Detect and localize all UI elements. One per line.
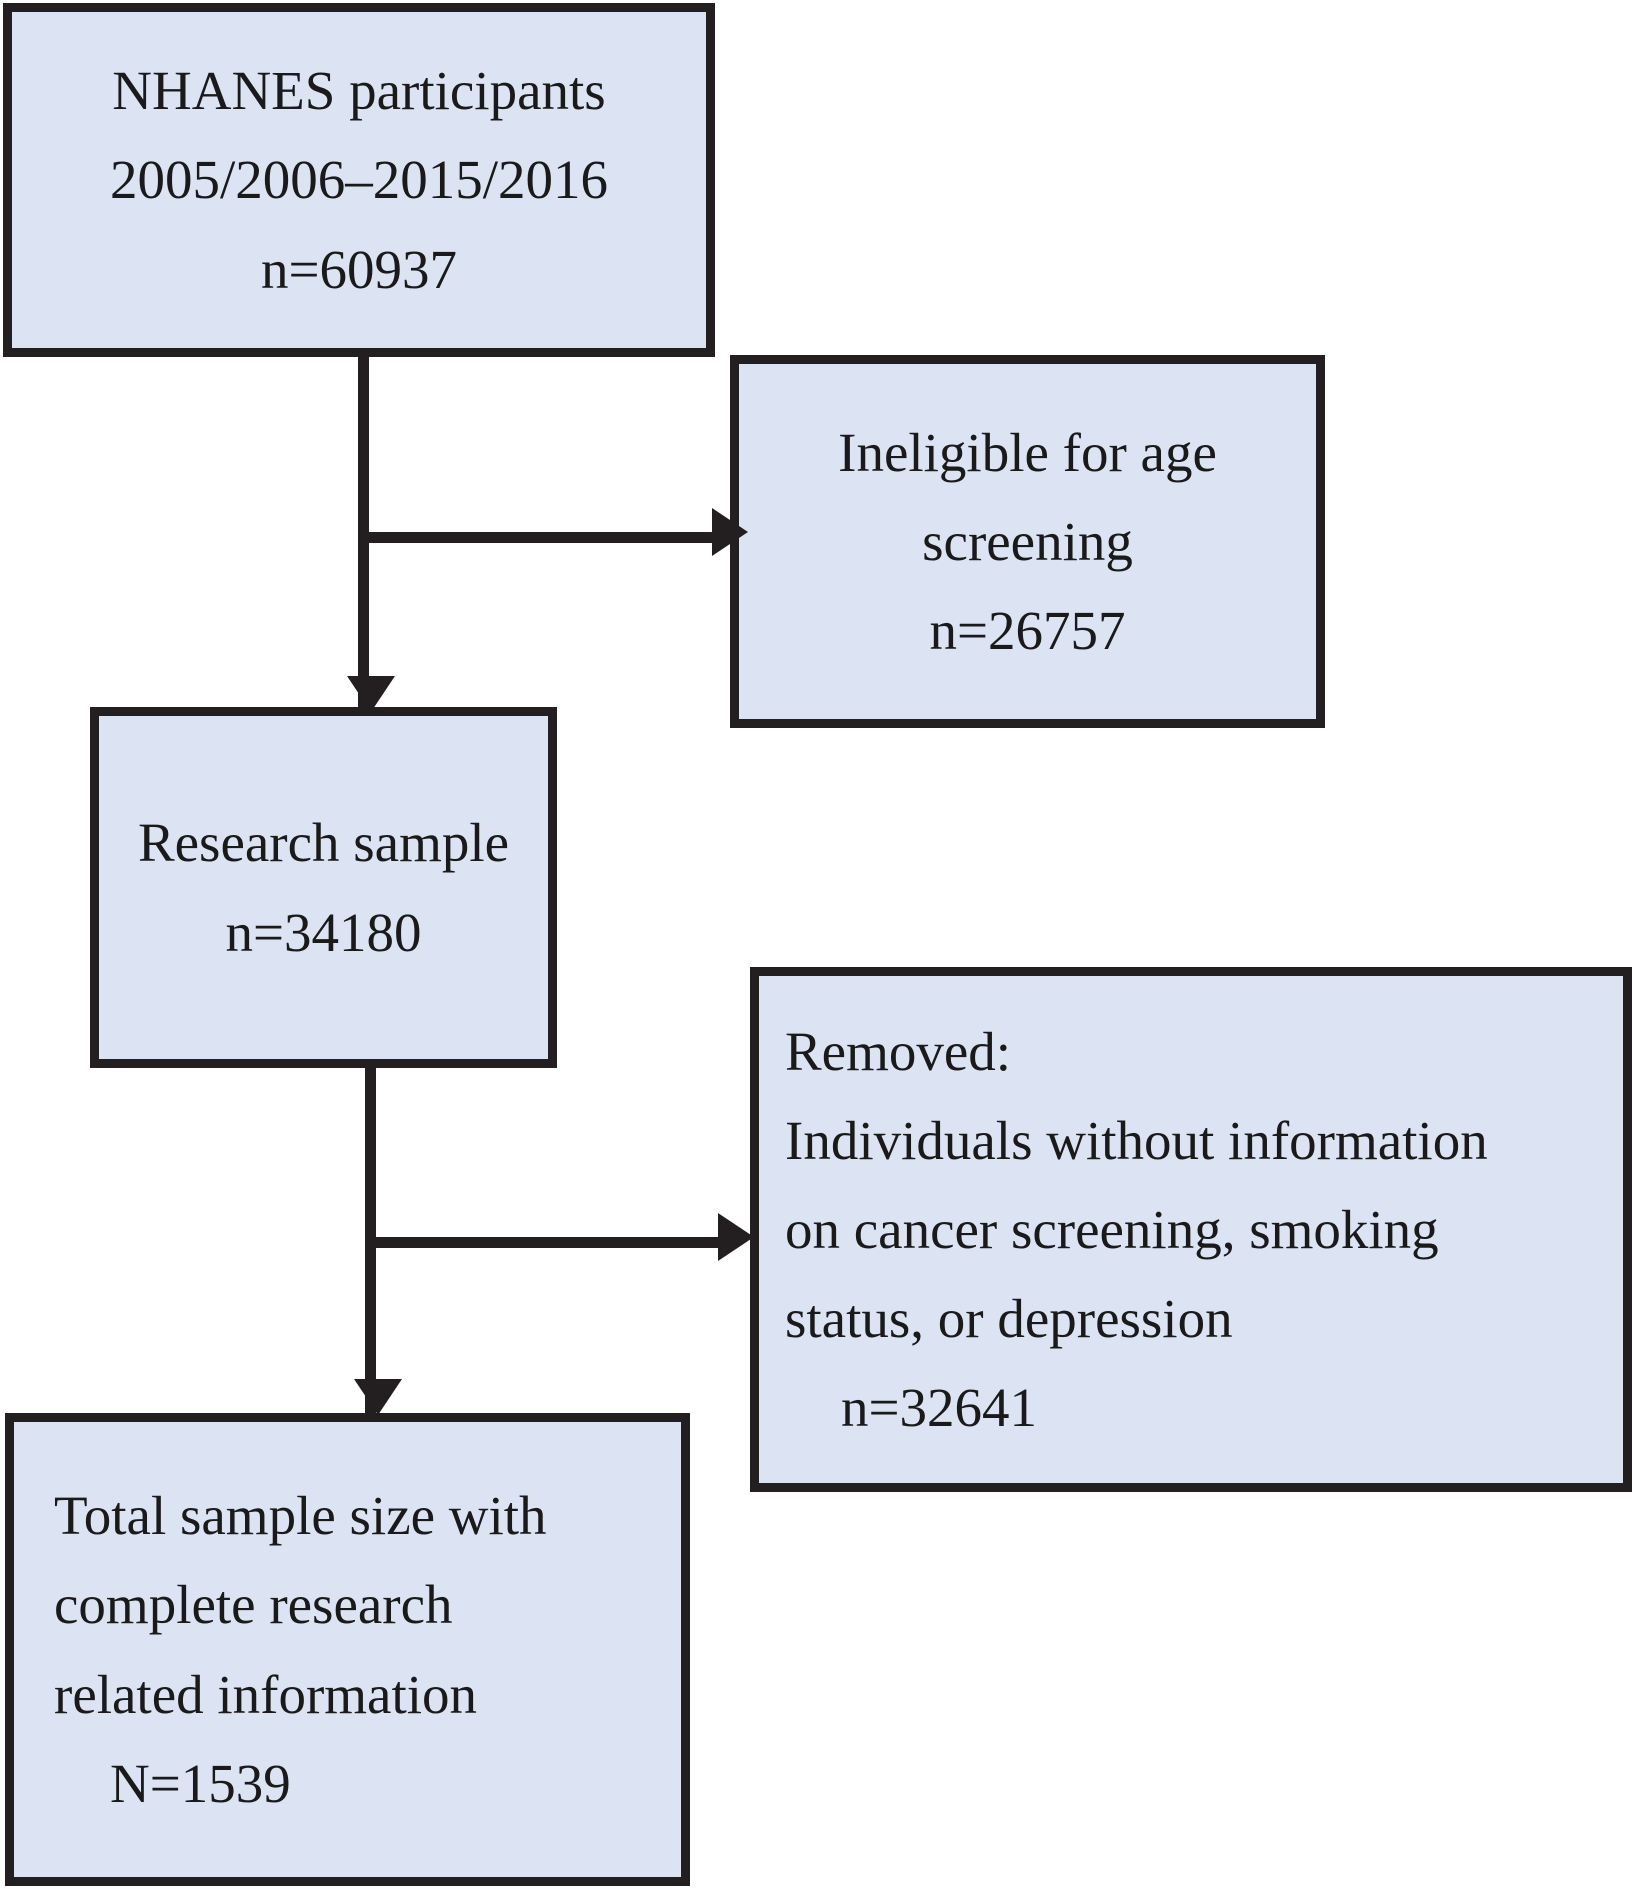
node-removed-exclusions: Removed: Individuals without information…	[750, 967, 1632, 1492]
node-research-sample-line-1: Research sample	[137, 812, 510, 874]
arrow-right-icon-sample-to-removed	[718, 1213, 754, 1261]
arrow-down-icon-source-to-sample	[347, 676, 395, 712]
node-removed-count: n=32641	[841, 1377, 1038, 1439]
node-excluded-age-line-2: screening	[922, 510, 1133, 572]
node-final-line-1: Total sample size with	[54, 1485, 547, 1547]
edge-source-to-excluded-line	[358, 532, 716, 543]
node-final-line-2: complete research	[54, 1574, 453, 1636]
node-source-count: n=60937	[260, 238, 458, 300]
node-source-line-1: NHANES participants	[112, 60, 606, 122]
arrow-down-icon-sample-to-final	[354, 1379, 402, 1415]
edge-sample-to-removed-line	[365, 1237, 722, 1248]
node-removed-line-4: status, or depression	[785, 1288, 1233, 1350]
arrow-right-icon-source-to-excluded	[712, 508, 748, 556]
node-excluded-age-count: n=26757	[929, 600, 1126, 662]
node-removed-line-3: on cancer screening, smoking	[785, 1198, 1439, 1260]
node-removed-heading: Removed:	[785, 1020, 1012, 1082]
node-final-sample: Total sample size with complete research…	[5, 1413, 690, 1886]
node-research-sample: Research sample n=34180	[90, 707, 557, 1068]
node-excluded-age-line-1: Ineligible for age	[838, 421, 1217, 483]
node-final-line-3: related information	[54, 1663, 478, 1725]
node-final-count: N=1539	[110, 1752, 291, 1814]
node-excluded-age: Ineligible for age screening n=26757	[730, 355, 1325, 728]
node-research-sample-count: n=34180	[225, 901, 422, 963]
node-source-population: NHANES participants 2005/2006–2015/2016 …	[3, 3, 715, 357]
node-source-line-2: 2005/2006–2015/2016	[109, 149, 609, 211]
edge-source-to-sample-line	[358, 352, 369, 710]
node-removed-line-2: Individuals without information	[785, 1109, 1488, 1171]
